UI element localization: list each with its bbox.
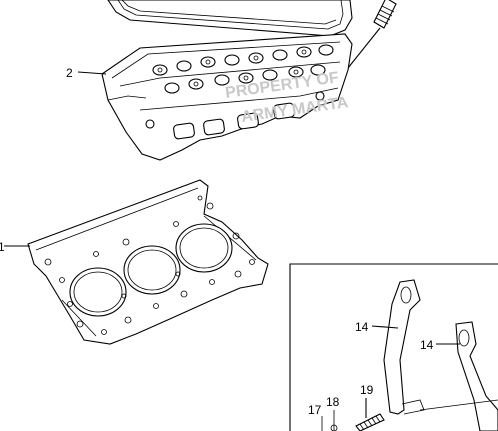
callout-bracket-a: 14 — [355, 320, 369, 334]
callout-head: 2 — [66, 66, 73, 80]
callout-gasket: 1 — [0, 240, 5, 254]
gasket-bolt-holes — [44, 195, 255, 335]
callout-item-17: 17 — [308, 403, 322, 417]
cylinder-head — [101, 33, 353, 161]
valve-cover — [107, 0, 353, 37]
bore-holes — [69, 223, 233, 317]
bracket-b — [455, 321, 498, 431]
leader-lines — [4, 71, 460, 418]
callout-item-18: 18 — [326, 395, 340, 409]
bolt-17-18 — [321, 410, 338, 431]
rocker-studs — [152, 44, 334, 94]
bracket-detail-box — [289, 263, 498, 431]
callout-item-19: 19 — [360, 383, 374, 397]
exhaust-ports — [145, 91, 325, 140]
head-gasket — [27, 179, 269, 345]
callout-labels: 2 1 14 14 19 18 17 — [0, 66, 434, 417]
spring-19 — [355, 413, 385, 431]
bracket-a — [383, 279, 425, 415]
callout-bracket-b: 14 — [420, 338, 434, 352]
